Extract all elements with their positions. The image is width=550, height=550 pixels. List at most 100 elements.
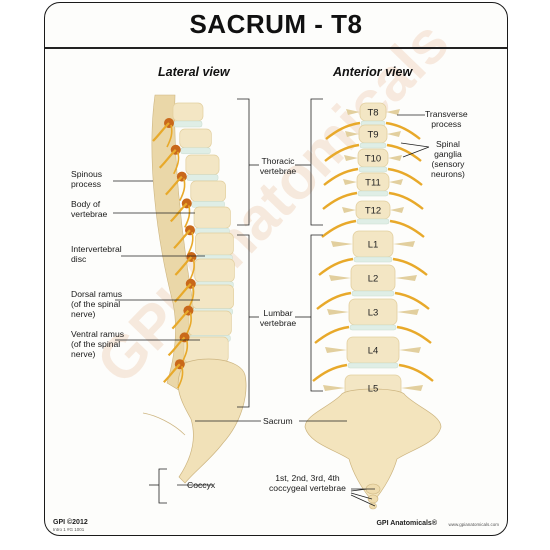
transverse-process xyxy=(323,385,345,391)
title-divider xyxy=(45,47,507,49)
anterior-nerve xyxy=(398,363,434,382)
anterior-nerve xyxy=(312,363,348,382)
anterior-nerve xyxy=(394,291,430,310)
lateral-vertebra xyxy=(179,128,212,149)
anterior-nerve xyxy=(314,325,350,344)
vertebra-label: T8 xyxy=(367,108,378,119)
anterior-nerve xyxy=(386,143,422,162)
footer-catalog: Intro 1 #G 1001 xyxy=(53,527,85,532)
chart-title: SACRUM - T8 xyxy=(189,9,363,39)
transverse-process xyxy=(393,241,415,247)
anterior-disc xyxy=(353,256,393,263)
lateral-nerve-branch xyxy=(188,258,195,282)
transverse-process xyxy=(386,109,400,115)
lateral-vertebra xyxy=(190,180,226,202)
vertebra-label: L3 xyxy=(368,308,379,319)
anterior-disc xyxy=(349,324,397,331)
anterior-disc xyxy=(347,362,399,369)
anterior-nerve xyxy=(392,257,428,276)
lateral-disc xyxy=(191,201,225,208)
transverse-process xyxy=(401,385,423,391)
vertebra-label: L5 xyxy=(368,384,379,395)
transverse-process xyxy=(331,241,353,247)
anatomy-chart-card: GPI Anatomicals SACRUM - T8 Lateral view… xyxy=(44,2,508,536)
transverse-process xyxy=(389,179,403,185)
anterior-nerve xyxy=(321,219,357,238)
anterior-nerve xyxy=(322,191,358,210)
lateral-disc xyxy=(173,120,203,128)
lateral-nerve-branch xyxy=(177,366,184,389)
lateral-nerve-branch xyxy=(187,232,194,255)
anterior-nerve xyxy=(316,291,352,310)
annotation-lines xyxy=(113,98,430,507)
transverse-process xyxy=(397,309,419,315)
transverse-process xyxy=(399,347,421,353)
lateral-nerve xyxy=(152,122,170,142)
transverse-process xyxy=(344,155,358,161)
anterior-disc xyxy=(351,290,395,297)
lateral-vertebra xyxy=(188,310,232,336)
lateral-vertebra xyxy=(193,206,231,229)
transverse-process xyxy=(342,207,356,213)
vertebra-label: T11 xyxy=(365,178,381,189)
label-coccyx: Coccyx xyxy=(187,480,216,490)
lateral-disc xyxy=(180,147,211,155)
anterior-nerve xyxy=(389,219,425,238)
vertebra-label: L4 xyxy=(368,346,379,357)
lateral-spine xyxy=(142,94,247,484)
anterior-nerve xyxy=(385,121,421,140)
transverse-process xyxy=(390,207,404,213)
anterior-disc xyxy=(356,218,390,225)
anterior-nerve xyxy=(325,121,361,140)
lateral-vertebra xyxy=(172,102,204,122)
lateral-view-heading: Lateral view xyxy=(158,65,230,79)
lateral-nerve xyxy=(174,256,193,276)
anterior-disc xyxy=(358,166,388,173)
lateral-nerve xyxy=(167,336,186,357)
transverse-process xyxy=(346,109,360,115)
transverse-process xyxy=(325,347,347,353)
lateral-nerve xyxy=(173,229,191,249)
lateral-vertebra xyxy=(183,336,229,363)
anterior-nerve xyxy=(324,143,360,162)
anterior-view-heading: Anterior view xyxy=(333,65,413,79)
transverse-process xyxy=(387,131,401,137)
lateral-nerve-branch xyxy=(166,124,173,148)
lateral-nerve-branch xyxy=(173,151,180,175)
anterior-nerve xyxy=(318,257,354,276)
lateral-nerve-branch xyxy=(184,205,191,228)
vertebra-label: T12 xyxy=(365,206,381,217)
transverse-process xyxy=(329,275,351,281)
anterior-disc xyxy=(359,142,387,149)
label-sacrum: Sacrum xyxy=(263,416,293,426)
lateral-nerve xyxy=(169,202,188,223)
vertebra-label: L2 xyxy=(368,274,379,285)
anterior-nerve xyxy=(396,325,432,344)
lateral-nerve xyxy=(163,363,181,383)
transverse-process xyxy=(388,155,402,161)
lateral-disc xyxy=(186,174,219,181)
lateral-vertebra xyxy=(194,258,235,283)
lateral-vertebra xyxy=(195,232,234,256)
anterior-nerve xyxy=(323,167,359,186)
footer-brand: GPI Anatomicals® xyxy=(376,520,437,527)
footer-url: www.gpianatomicals.com xyxy=(448,522,499,527)
lateral-nerve-branch xyxy=(185,312,192,335)
transverse-process xyxy=(343,179,357,185)
lateral-vertebra xyxy=(192,284,234,309)
lateral-nerve xyxy=(171,309,190,330)
anterior-nerve xyxy=(387,167,423,186)
vertebra-label: T9 xyxy=(367,130,378,141)
lateral-nerve-branch xyxy=(179,178,186,201)
vertebra-label: T10 xyxy=(365,154,381,165)
